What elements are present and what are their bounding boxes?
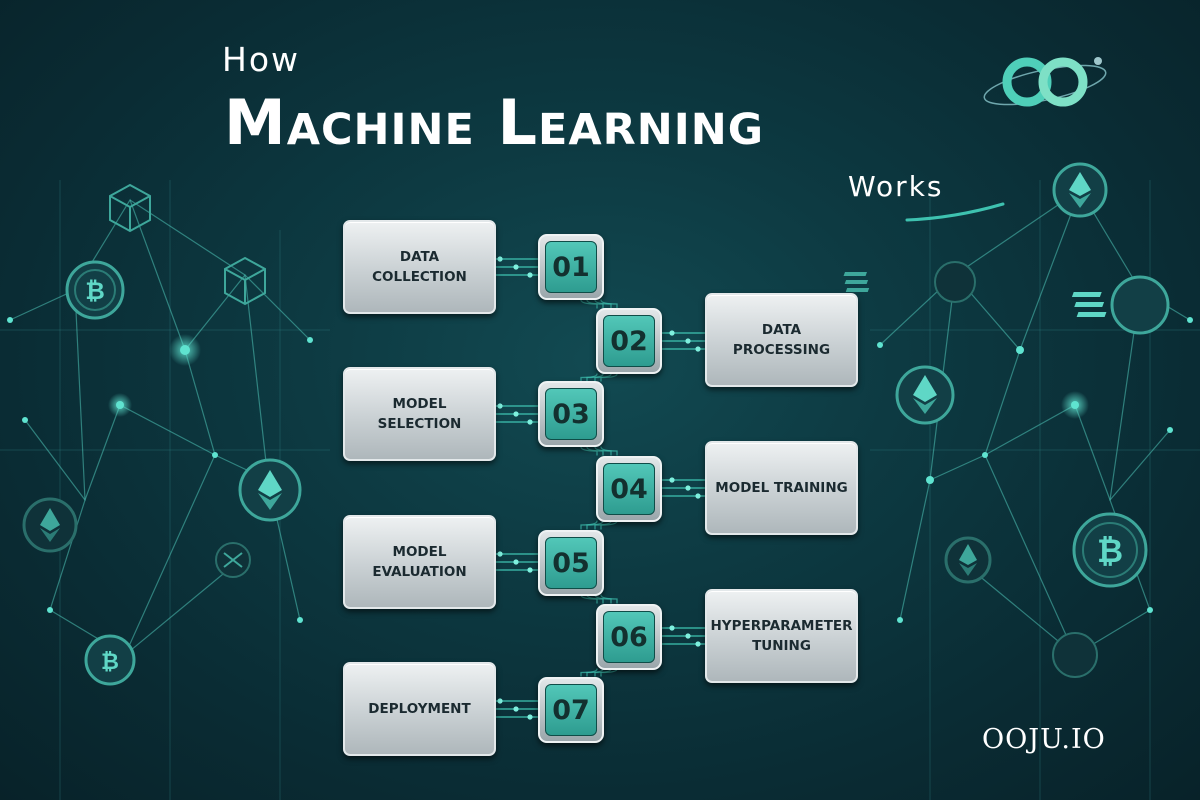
step-number: 03 <box>552 398 590 430</box>
connector-dot <box>497 698 503 704</box>
ethereum-icon <box>238 458 302 522</box>
connector-dot <box>669 477 675 483</box>
step-number: 06 <box>610 621 648 653</box>
connector-trace <box>600 668 618 677</box>
step-box-data-collection: DATA COLLECTION <box>343 220 496 314</box>
svg-text:₿: ₿ <box>85 277 105 305</box>
step-number: 02 <box>610 325 648 357</box>
step-number-04: 04 <box>596 456 662 522</box>
bitcoin-icon: ₿ <box>1072 512 1148 588</box>
connector-dot <box>669 625 675 631</box>
step-number-02: 02 <box>596 308 662 374</box>
connector-dot <box>497 403 503 409</box>
step-number: 01 <box>552 251 590 283</box>
bitcoin-icon: ₿ <box>84 634 136 686</box>
title-suffix: Works <box>848 170 944 203</box>
ethereum-icon <box>22 497 78 553</box>
step-box-model-selection: MODEL SELECTION <box>343 367 496 461</box>
solana-icon <box>215 542 251 578</box>
connector-dot <box>685 633 691 639</box>
connector-dot <box>695 346 701 352</box>
connector-dot <box>695 641 701 647</box>
connector-dot <box>669 330 675 336</box>
step-number-03: 03 <box>538 381 604 447</box>
connector-dot <box>497 551 503 557</box>
step-number-07: 07 <box>538 677 604 743</box>
step-box-hyperparameter-tuning: HYPERPARAMETER TUNING <box>705 589 858 683</box>
ethereum-icon <box>1052 162 1108 218</box>
step-number-06: 06 <box>596 604 662 670</box>
step-box-model-training: MODEL TRAINING <box>705 441 858 535</box>
step-label: MODEL EVALUATION <box>372 544 467 580</box>
connector-trace <box>600 446 618 456</box>
connector-dot <box>527 272 533 278</box>
brand-wordmark: OOJU.IO <box>982 724 1106 755</box>
title-prefix: How <box>222 40 300 79</box>
cube-icon <box>224 256 266 306</box>
step-label: DATA COLLECTION <box>372 249 467 285</box>
infinity-logo-icon <box>983 57 1107 107</box>
connector-dot <box>695 493 701 499</box>
step-box-data-processing: DATA PROCESSING <box>705 293 858 387</box>
connector-dot <box>685 485 691 491</box>
connector-dot <box>527 567 533 573</box>
step-number: 07 <box>552 694 590 726</box>
connector-trace <box>580 520 598 530</box>
connector-dot <box>527 419 533 425</box>
connector-trace <box>600 594 618 604</box>
connector-dot <box>513 411 519 417</box>
solana-icon <box>1071 275 1170 335</box>
page-title: Machine Learning <box>224 86 765 159</box>
bitcoin-icon: ₿ <box>65 260 125 320</box>
step-number-05: 05 <box>538 530 604 596</box>
step-box-deployment: DEPLOYMENT <box>343 662 496 756</box>
svg-text:₿: ₿ <box>1097 532 1123 570</box>
solana-icon <box>843 261 976 303</box>
ethereum-icon <box>895 365 955 425</box>
step-number: 05 <box>552 547 590 579</box>
connector-dot <box>513 264 519 270</box>
connector-dot <box>527 714 533 720</box>
step-label: DEPLOYMENT <box>368 701 471 717</box>
step-number: 04 <box>610 473 648 505</box>
ethereum-icon <box>944 536 992 584</box>
connector-trace <box>600 373 618 382</box>
step-label: DATA PROCESSING <box>732 322 831 358</box>
connector-trace <box>600 299 618 309</box>
svg-text:₿: ₿ <box>101 650 119 675</box>
connector-trace <box>600 520 618 530</box>
connector-dot <box>685 338 691 344</box>
connector-dot <box>497 256 503 262</box>
swoosh-decoration <box>905 202 1005 222</box>
connector-dot <box>513 706 519 712</box>
solana-icon <box>1052 632 1098 678</box>
connector-dot <box>513 559 519 565</box>
step-number-01: 01 <box>538 234 604 300</box>
step-label: MODEL TRAINING <box>715 480 848 496</box>
step-label: HYPERPARAMETER TUNING <box>710 618 853 654</box>
step-label: MODEL SELECTION <box>377 396 462 432</box>
connector-trace <box>586 373 604 382</box>
cube-icon <box>109 183 151 233</box>
step-box-model-evaluation: MODEL EVALUATION <box>343 515 496 609</box>
